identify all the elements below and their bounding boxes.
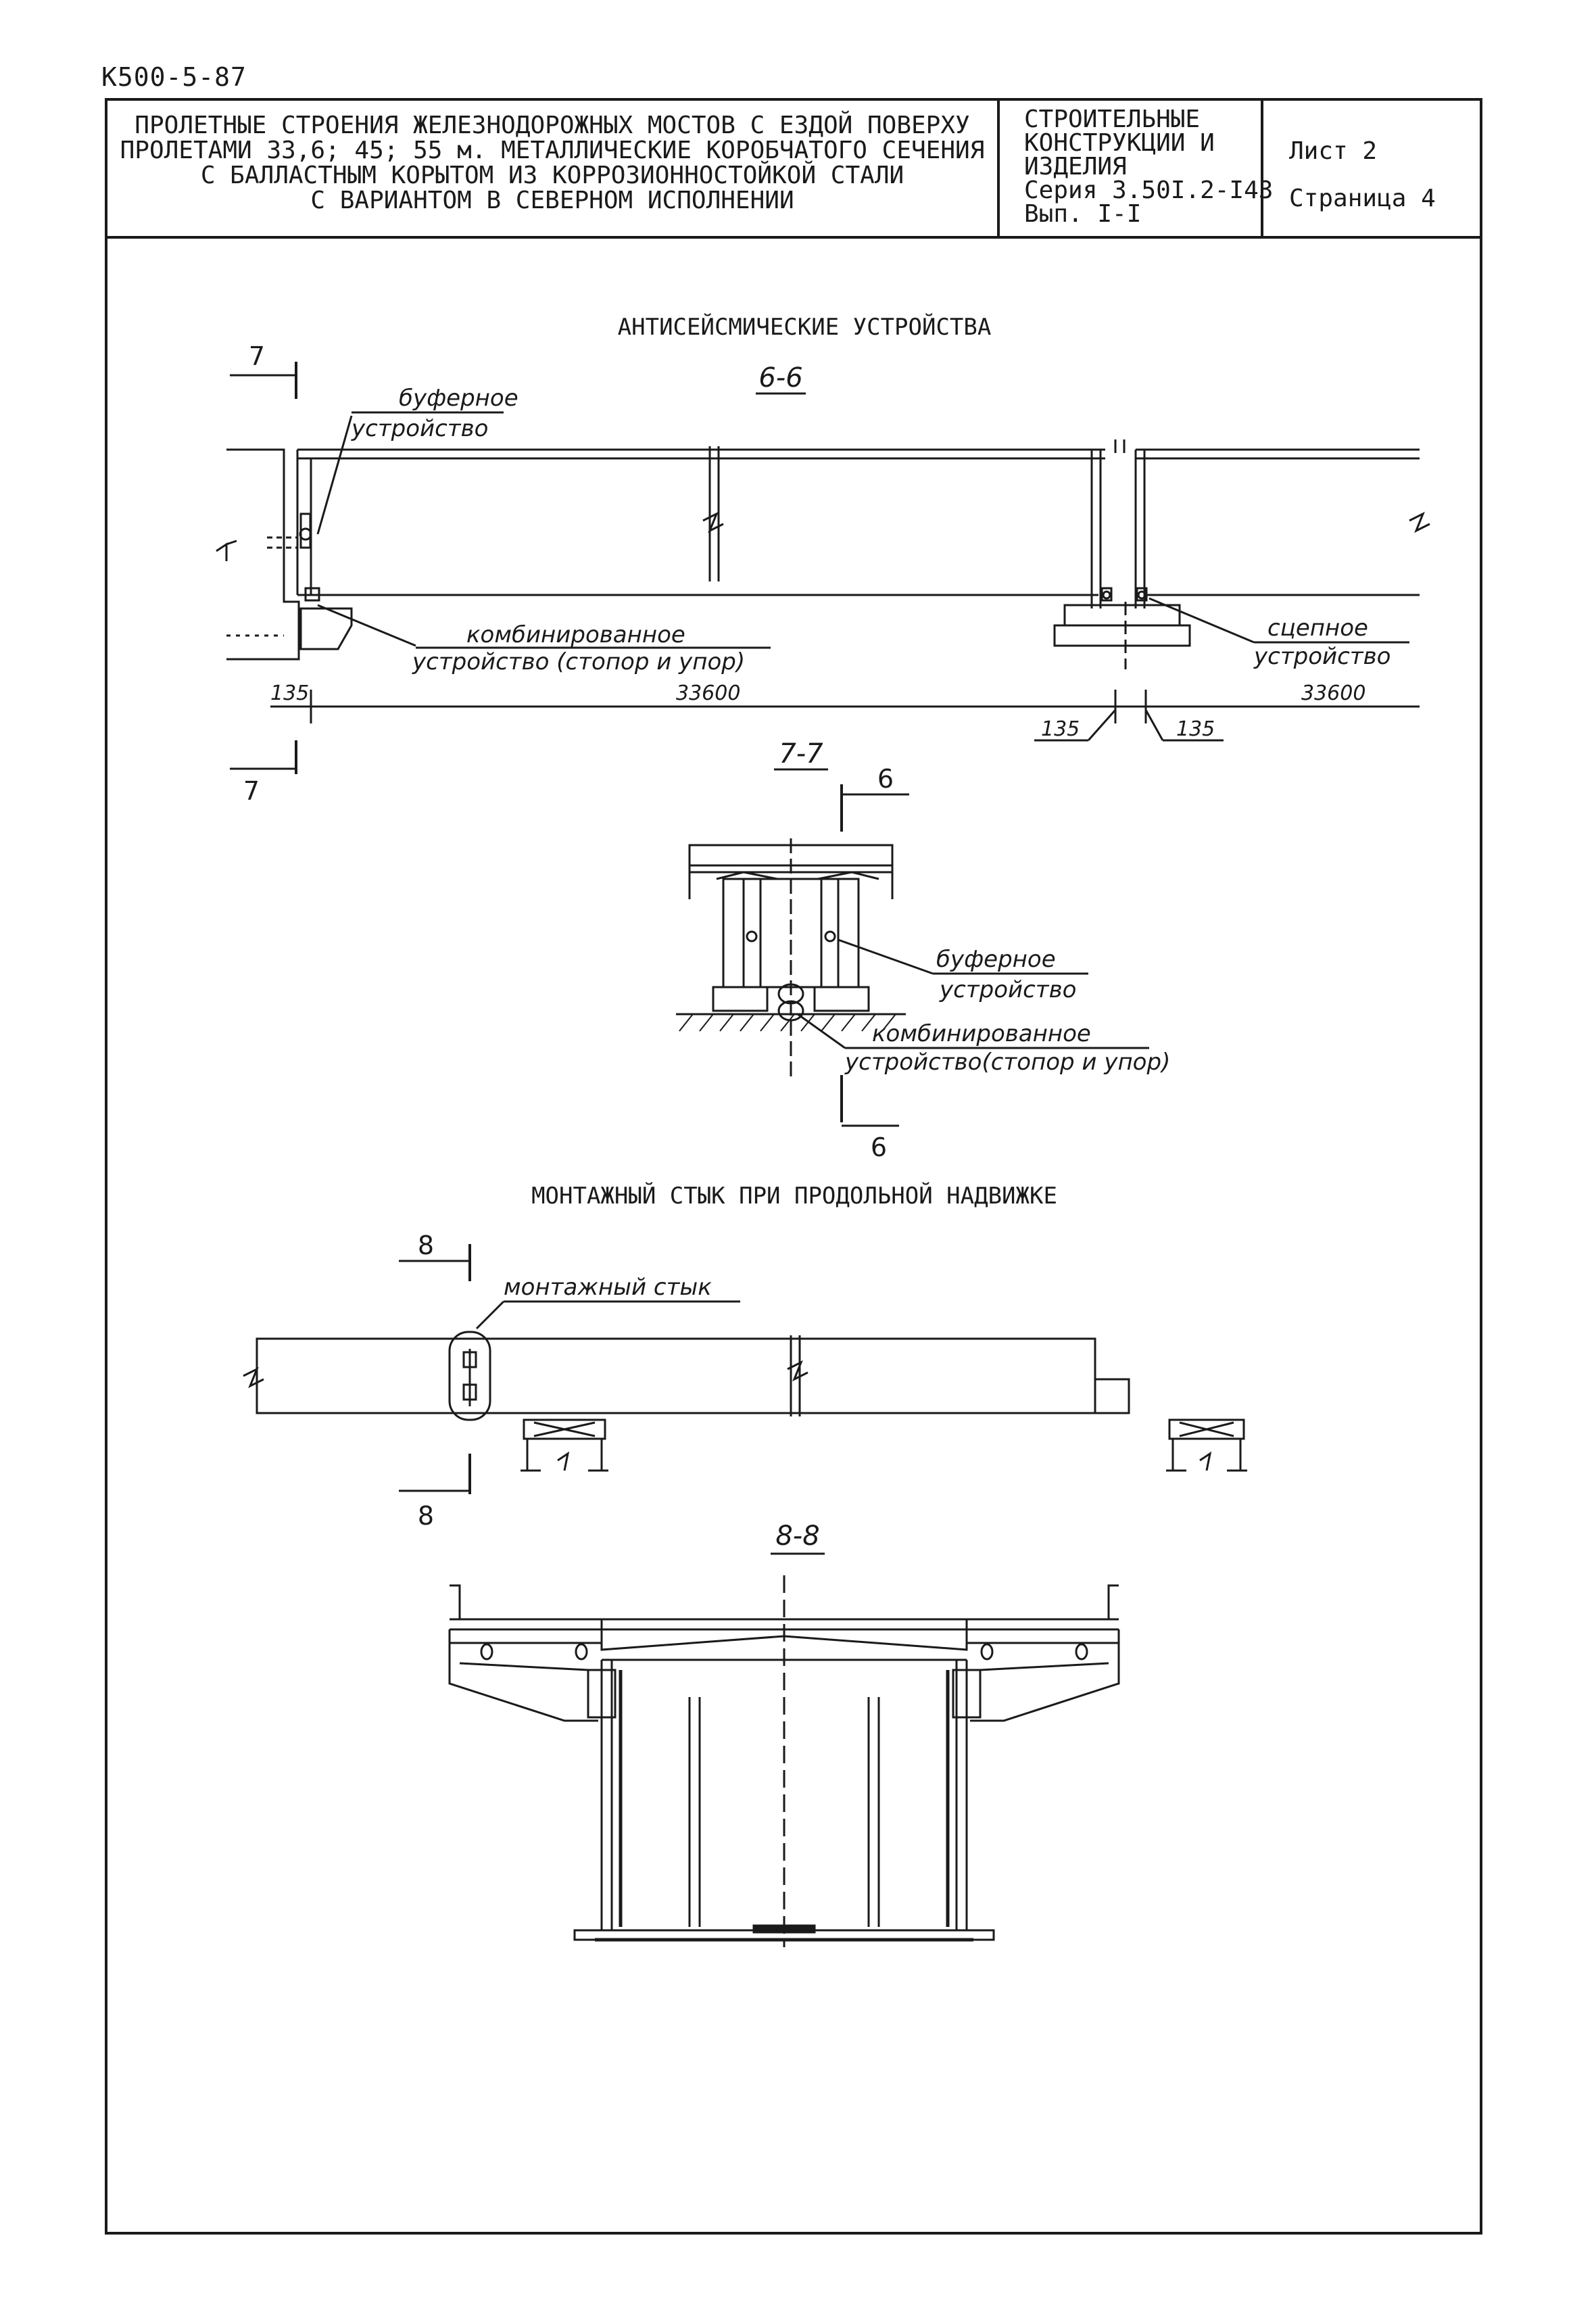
title-line: ПРОЛЕТАМИ 33,6; 45; 55 м. МЕТАЛЛИЧЕСКИЕ … — [120, 137, 985, 164]
section-6-6-elevation: 6-6 7 7 — [216, 341, 1430, 806]
dim-135-left: 135 — [270, 682, 309, 705]
drawing-frame: ПРОЛЕТНЫЕ СТРОЕНИЯ ЖЕЛЕЗНОДОРОЖНЫХ МОСТО… — [105, 98, 1482, 2235]
label-combined-device-7-1: комбинированное — [872, 1020, 1091, 1047]
sheet-number: Лист 2 — [1289, 137, 1378, 165]
section-label-6-6: 6-6 — [758, 362, 802, 393]
heading-antiseismic: АНТИСЕЙСМИЧЕСКИЕ УСТРОЙСТВА — [618, 313, 992, 341]
category-cell: СТРОИТЕЛЬНЫЕ КОНСТРУКЦИИ И ИЗДЕЛИЯ Серия… — [1000, 101, 1274, 236]
section-7-7: 7-7 6 буферное устройство комбиниро — [676, 738, 1170, 1162]
label-buffer-device-2: устройство — [351, 415, 488, 442]
series-line: Серия 3.50I.2-I43 — [1024, 176, 1274, 204]
label-buffer-device-1: буферное — [399, 385, 518, 412]
cut-mark-8-top: 8 — [418, 1231, 434, 1260]
cut-mark-7-top: 7 — [249, 341, 265, 371]
section-8-8: 8-8 — [448, 1521, 1120, 1947]
label-combined-device-1: комбинированное — [466, 621, 685, 648]
label-combined-device-7-2: устройство(стопор и упор) — [844, 1049, 1170, 1076]
sheet-cell: Лист 2 Страница 4 — [1263, 101, 1482, 236]
category-line: КОНСТРУКЦИИ И — [1024, 129, 1215, 157]
category-line: СТРОИТЕЛЬНЫЕ — [1024, 105, 1201, 133]
label-buffer-device-7-2: устройство — [939, 976, 1076, 1003]
title-line: С ВАРИАНТОМ В СЕВЕРНОМ ИСПОЛНЕНИИ — [310, 187, 794, 214]
label-coupling-device-1: сцепное — [1267, 615, 1368, 642]
document-code: К500-5-87 — [101, 62, 247, 92]
dim-33600-span-1: 33600 — [676, 682, 740, 705]
label-erection-joint: монтажный стык — [504, 1274, 712, 1301]
heading-erection-joint: МОНТАЖНЫЙ СТЫК ПРИ ПРОДОЛЬНОЙ НАДВИЖКЕ — [531, 1182, 1057, 1210]
cut-mark-6-bottom: 6 — [871, 1132, 887, 1162]
dim-135-pier-right: 135 — [1176, 717, 1215, 741]
label-coupling-device-2: устройство — [1253, 643, 1391, 670]
erection-joint-elevation: 8 монтажный стык 8 — [243, 1231, 1247, 1531]
title-line: ПРОЛЕТНЫЕ СТРОЕНИЯ ЖЕЛЕЗНОДОРОЖНЫХ МОСТО… — [135, 112, 970, 139]
page-number: Страница 4 — [1289, 185, 1436, 212]
cut-mark-6-top: 6 — [877, 764, 894, 794]
title-cell: ПРОЛЕТНЫЕ СТРОЕНИЯ ЖЕЛЕЗНОДОРОЖНЫХ МОСТО… — [107, 101, 1000, 236]
title-block: ПРОЛЕТНЫЕ СТРОЕНИЯ ЖЕЛЕЗНОДОРОЖНЫХ МОСТО… — [107, 101, 1480, 239]
cut-mark-7-bottom: 7 — [243, 776, 260, 806]
issue-line: Вып. I-I — [1024, 200, 1142, 228]
label-combined-device-2: устройство (стопор и упор) — [412, 648, 745, 675]
cut-mark-8-bottom: 8 — [418, 1501, 434, 1531]
label-buffer-device-7-1: буферное — [936, 946, 1056, 973]
dim-33600-span-2: 33600 — [1301, 682, 1365, 705]
dim-135-pier-left: 135 — [1041, 717, 1080, 741]
title-line: С БАЛЛАСТНЫМ КОРЫТОМ ИЗ КОРРОЗИОННОСТОЙК… — [200, 162, 904, 189]
category-line: ИЗДЕЛИЯ — [1024, 153, 1127, 181]
section-label-8-8: 8-8 — [775, 1521, 819, 1552]
section-label-7-7: 7-7 — [779, 738, 823, 769]
